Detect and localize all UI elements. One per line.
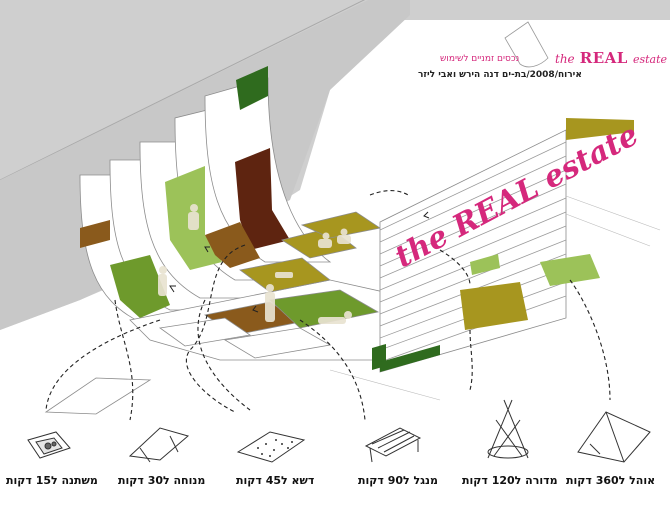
sign-green-strip	[470, 254, 500, 275]
tent-icon	[577, 411, 651, 463]
panel-green-lower	[110, 255, 170, 318]
curve-panels	[80, 66, 290, 318]
label-grass: דשא ל45 דקות	[236, 474, 315, 487]
brand-the: the	[555, 52, 575, 66]
wall-edge	[0, 0, 366, 181]
sign-olive-cap-top	[566, 118, 634, 140]
grass-patch-icon	[236, 431, 306, 463]
slat-sign: the REAL estate	[372, 117, 644, 373]
floor-strip-white	[223, 327, 332, 359]
brand-title: the REAL estate	[555, 48, 667, 67]
label-tent: אוהל ל360 דקות	[566, 474, 656, 487]
dashed-paths	[45, 190, 611, 421]
curled-paper-icon	[504, 21, 549, 68]
credits: אירוח/2008/בת-ים דנה הירש ואבי ליזר	[418, 70, 582, 80]
deck-chair-icon	[128, 427, 190, 463]
floor-green-front	[269, 289, 380, 329]
sign-green-right	[540, 254, 600, 286]
bonfire-icon	[487, 399, 529, 459]
construction-lines	[329, 195, 661, 401]
subtitle: נכסים זמניים לשימוש	[440, 54, 520, 64]
sign-dark-green-base	[380, 345, 440, 372]
grill-icon	[364, 427, 422, 463]
floor-strip-white-2	[158, 317, 252, 347]
floor-slab	[44, 377, 152, 415]
panel-brown-left	[80, 220, 110, 248]
panel-dark-brown	[235, 148, 290, 250]
label-grill: מנגל ל90 דקות	[358, 474, 438, 487]
panel-green-top	[236, 66, 268, 110]
people-figures	[158, 204, 352, 324]
sign-olive-right	[460, 282, 528, 330]
label-deck-chair: מנוחה ל30 דקות	[118, 474, 206, 487]
label-bonfire: מדורה ל120 דקות	[462, 474, 558, 487]
brand-real: REAL	[579, 49, 628, 67]
panel-brown-curve	[205, 222, 260, 268]
toilet-icon	[27, 431, 71, 459]
label-toilet: משתנה ל15 דקות	[6, 474, 98, 487]
arrow-marks	[169, 211, 430, 313]
brand-estate: estate	[632, 53, 668, 66]
floor-grid	[129, 211, 421, 361]
